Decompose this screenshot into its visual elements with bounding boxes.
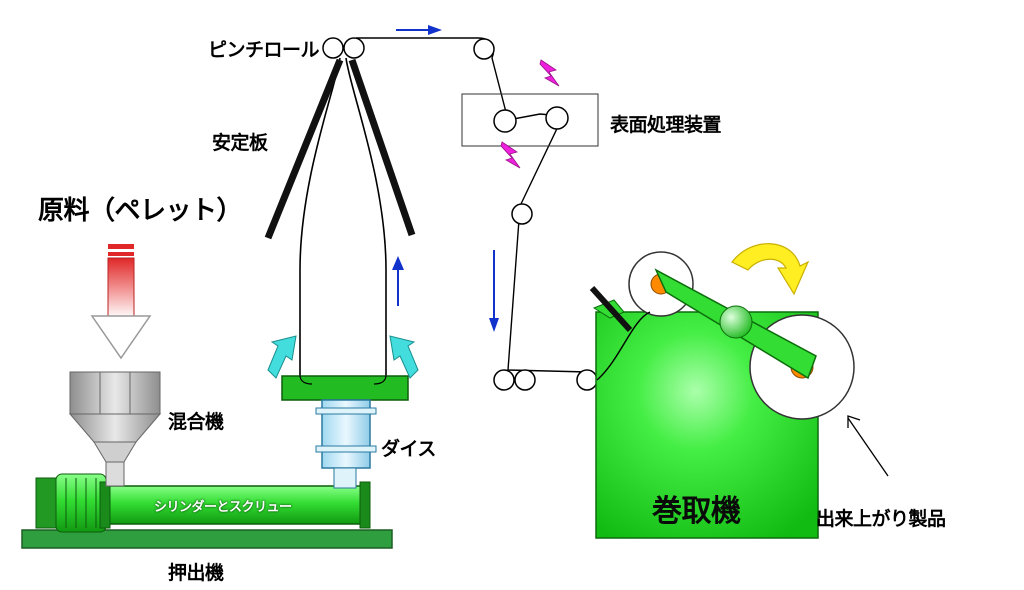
stabilizer-plate-right	[348, 58, 416, 237]
nip-roll-left	[493, 369, 515, 391]
label-extruder: 押出機	[168, 562, 224, 584]
air-arrow-left	[267, 335, 297, 379]
spark-icon-top	[539, 59, 560, 87]
spark-icon-bottom	[500, 141, 521, 169]
film-path	[356, 37, 589, 373]
flow-arrow-right	[396, 25, 442, 35]
treatment-roll-right	[545, 106, 569, 130]
pinch-roll-right	[343, 37, 365, 59]
treatment-roll-left	[493, 109, 517, 133]
label-cylinder-and-screw: シリンダーとスクリュー	[154, 500, 292, 515]
rotation-arrow-icon	[731, 243, 810, 296]
feed-arrow	[90, 244, 152, 360]
guide-roll-3	[576, 369, 598, 391]
guide-roll-1	[473, 38, 495, 60]
guide-roll-2	[511, 203, 533, 225]
label-stabilizer-plate: 安定板	[212, 132, 268, 154]
label-mixer: 混合機	[168, 411, 224, 433]
label-finished-product: 出来上がり製品	[816, 508, 946, 530]
knife	[589, 285, 633, 333]
product-pointer	[847, 417, 889, 477]
mixer-hopper	[68, 371, 162, 487]
turret-hub	[719, 305, 753, 339]
stabilizer-plate-left	[264, 58, 344, 240]
extruder-motor	[35, 473, 107, 533]
label-winder: 巻取機	[652, 494, 741, 529]
flow-arrow-down	[489, 250, 499, 332]
surface-treatment-box	[461, 93, 599, 147]
air-arrow-right	[389, 335, 419, 379]
film-bubble	[299, 57, 387, 375]
label-die: ダイス	[381, 438, 436, 460]
flow-arrow-up	[392, 256, 404, 306]
pinch-roll-left	[322, 37, 344, 59]
label-surface-treatment: 表面処理装置	[610, 114, 722, 136]
die	[281, 375, 409, 489]
label-pinch-roll: ピンチロール	[208, 39, 320, 61]
label-raw-material: 原料（ペレット）	[38, 196, 243, 226]
nip-roll-right	[514, 369, 536, 391]
extruder-base	[21, 529, 393, 549]
